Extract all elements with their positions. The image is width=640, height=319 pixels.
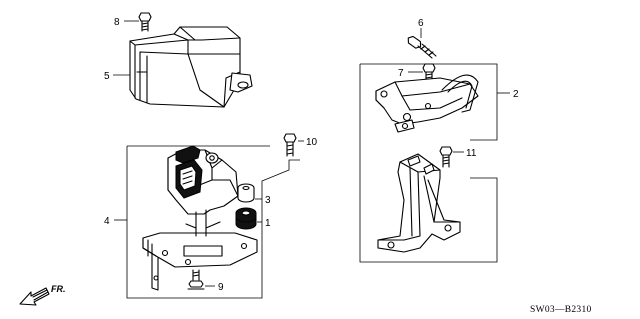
grommet-1-icon xyxy=(235,207,257,230)
callout-5: 5 xyxy=(104,71,110,82)
cover-part xyxy=(129,12,253,108)
callout-1: 1 xyxy=(265,218,271,229)
bolt-9-icon xyxy=(187,269,205,290)
main-unit-frame xyxy=(126,145,300,299)
front-arrow-label: FR. xyxy=(51,284,66,294)
bolt-8-icon xyxy=(138,12,152,32)
callout-8: 8 xyxy=(114,17,120,28)
callout-3: 3 xyxy=(265,195,271,206)
callout-2: 2 xyxy=(513,89,519,100)
front-arrow-icon xyxy=(19,287,50,306)
leader-lines xyxy=(113,20,510,287)
callout-6: 6 xyxy=(418,18,424,29)
bolt-6-icon xyxy=(407,35,437,59)
bolt-10-icon xyxy=(283,133,297,157)
main-unit-part xyxy=(142,145,258,291)
upper-bracket-part xyxy=(375,74,479,133)
bolt-7-icon xyxy=(422,63,436,85)
collar-3-icon xyxy=(237,183,255,203)
bolt-11-icon xyxy=(439,146,453,168)
lower-bracket-part xyxy=(377,153,461,253)
callout-4: 4 xyxy=(104,216,110,227)
diagram-code: SW03—B2310 xyxy=(530,305,592,315)
callout-11: 11 xyxy=(466,148,477,159)
callout-9: 9 xyxy=(218,282,224,293)
callout-10: 10 xyxy=(306,137,318,148)
callout-7: 7 xyxy=(398,68,404,79)
